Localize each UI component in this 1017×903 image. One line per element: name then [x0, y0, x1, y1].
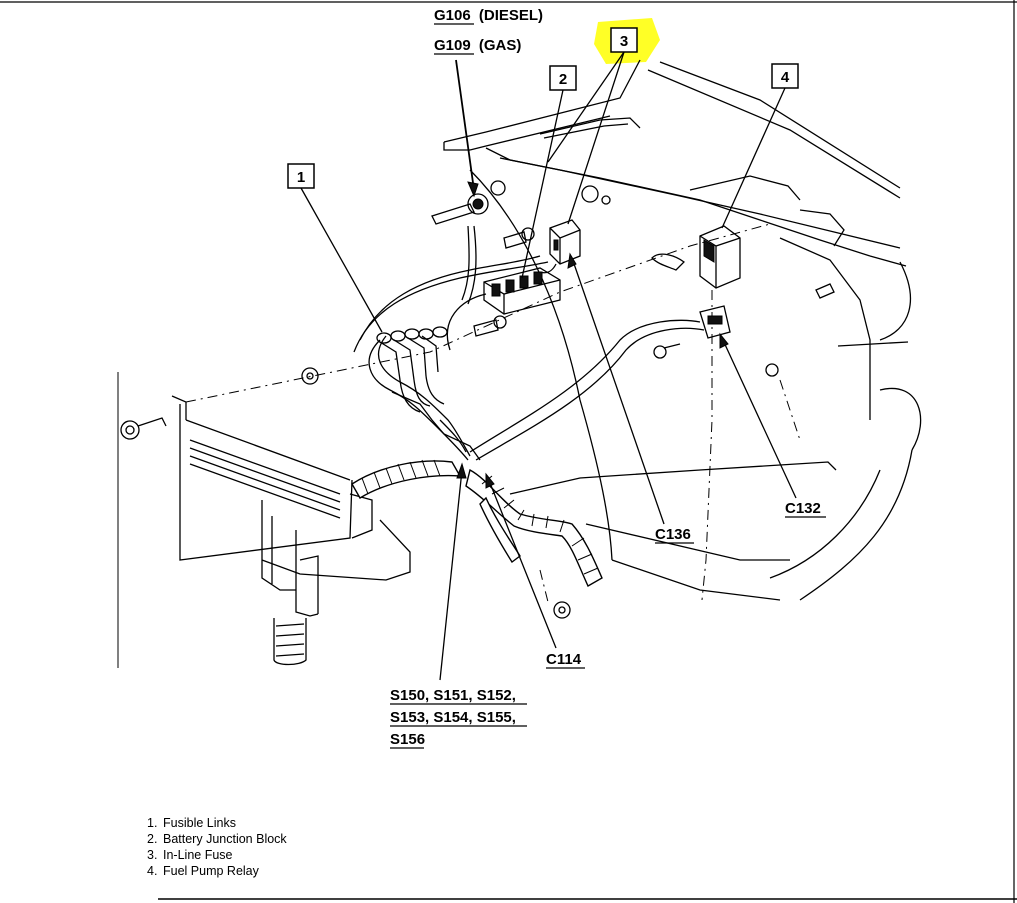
legend-list: 1. Fusible Links 2. Battery Junction Block…: [147, 815, 287, 879]
callout-4-number: 4: [781, 69, 790, 86]
splice-line-3: S156: [390, 731, 425, 748]
centerlines: [185, 223, 801, 603]
svg-text:G109 (GAS): G109 (GAS): [434, 37, 521, 54]
connector-c132: C132: [719, 332, 826, 518]
ground-label-gas: G109 (GAS): [434, 37, 521, 198]
bolt-relay-right: [653, 283, 835, 377]
splice-labels: S150, S151, S152, S153, S154, S155, S156: [390, 462, 527, 749]
nut-left: [120, 417, 167, 440]
connector-c114: C114: [485, 472, 585, 669]
bolt-junction: [581, 185, 611, 205]
bolt-g106: [431, 180, 506, 225]
legend-item: 1. Fusible Links: [147, 815, 287, 831]
legend-item-number: 4.: [147, 864, 158, 878]
callout-3: 3: [547, 27, 638, 225]
fender-panel: [443, 59, 922, 601]
bolt-upper-left: [503, 227, 535, 249]
callout-3-number: 3: [620, 33, 628, 50]
fusible-links: [368, 326, 481, 461]
legend-item-number: 2.: [147, 832, 158, 846]
ground-gas-desc: (GAS): [479, 37, 522, 54]
ground-gas-code: G109: [434, 37, 471, 54]
ground-label-diesel: G106 (DIESEL): [434, 7, 543, 25]
legend-item: 3. In-Line Fuse: [147, 847, 287, 863]
c136-label: C136: [655, 526, 691, 543]
bolt-center: [473, 315, 507, 337]
nut-panel: [301, 367, 319, 385]
main-harness: [351, 459, 603, 587]
battery-tray: [171, 395, 411, 666]
svg-text:G106 (DIESEL): G106 (DIESEL): [434, 7, 543, 24]
harness-wires: [353, 225, 705, 461]
callout-1: 1: [287, 163, 383, 333]
connector-c136: C136: [567, 252, 694, 544]
legend-item: 4. Fuel Pump Relay: [147, 863, 287, 879]
c114-label: C114: [546, 651, 582, 668]
splice-line-1: S150, S151, S152,: [390, 687, 516, 704]
legend-item-number: 1.: [147, 816, 158, 830]
callout-2-number: 2: [559, 71, 567, 88]
callout-4: 4: [721, 63, 799, 229]
legend-item-text: Battery Junction Block: [163, 832, 287, 846]
ground-diesel-desc: (DIESEL): [479, 7, 543, 24]
callout-1-number: 1: [297, 169, 305, 186]
legend-item: 2. Battery Junction Block: [147, 831, 287, 847]
fuel-pump-relay: [651, 225, 741, 339]
battery-junction-block: [483, 267, 561, 315]
fastener-bolts: [120, 180, 835, 619]
legend-item-text: Fusible Links: [163, 816, 236, 830]
legend-item-text: In-Line Fuse: [163, 848, 233, 862]
ground-diesel-code: G106: [434, 7, 471, 24]
splice-line-2: S153, S154, S155,: [390, 709, 516, 726]
nut-lower: [553, 601, 571, 619]
legend-item-text: Fuel Pump Relay: [163, 864, 259, 878]
c132-label: C132: [785, 500, 821, 517]
legend-item-number: 3.: [147, 848, 158, 862]
in-line-fuse: [539, 219, 581, 274]
callout-2: 2: [521, 65, 577, 279]
